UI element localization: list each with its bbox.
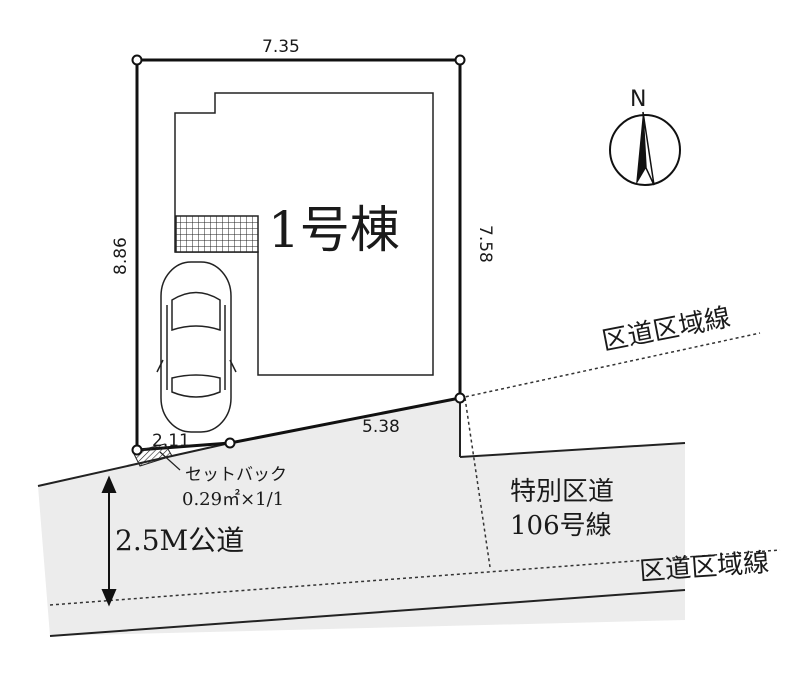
setback-leader xyxy=(159,451,181,471)
dim-left-label: 8.86 xyxy=(111,237,131,275)
car-icon xyxy=(156,261,237,433)
road-divider-dotted xyxy=(464,397,491,568)
entrance-grid xyxy=(175,215,259,253)
public-road-area xyxy=(38,398,685,636)
setback-label-line2: 0.29㎡×1/1 xyxy=(182,488,284,510)
road-width-label: 2.5M公道 xyxy=(115,524,244,557)
lot-boundary xyxy=(135,58,462,452)
district-line-upper-label: 区道区域線 xyxy=(600,303,733,357)
compass-label: N xyxy=(630,87,646,112)
dim-top-label: 7.35 xyxy=(262,37,300,57)
setback-label-line1: セットバック xyxy=(185,465,287,485)
building-label: 1号棟 xyxy=(268,201,400,259)
special-road-line2: 106号線 xyxy=(510,511,612,541)
dim-front-label: 5.38 xyxy=(362,417,400,437)
compass-icon xyxy=(609,111,681,186)
boundary-points xyxy=(131,54,466,456)
special-road-line1: 特別区道 xyxy=(510,477,614,507)
setback-hatch xyxy=(132,443,173,467)
road-bottom-line xyxy=(49,589,686,637)
dim-front-short-label: 2.11 xyxy=(152,431,190,451)
district-line-lower xyxy=(49,549,781,606)
road-width-arrow xyxy=(101,475,117,607)
dim-right-label: 7.58 xyxy=(475,225,495,263)
road-edge-line-right xyxy=(459,442,686,458)
road-edge-line xyxy=(37,442,231,487)
